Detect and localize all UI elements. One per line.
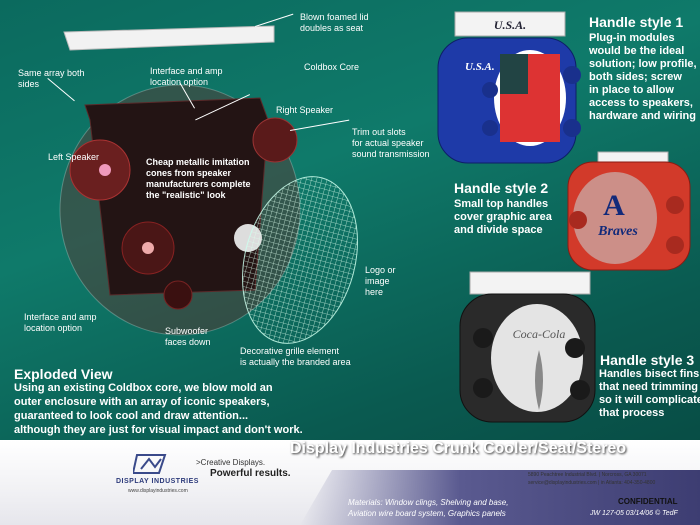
cones-label: Cheap metallic imitation cones from spea…: [146, 157, 251, 200]
handle-style-1-desc: Plug-in modules would be the ideal solut…: [589, 32, 697, 122]
display-industries-logo-icon: [133, 454, 167, 474]
same-array-label: Same array both sides: [18, 68, 85, 89]
interface-bottom-label: Interface and amp location option: [24, 312, 97, 333]
footer-headline: Display Industries Crunk Cooler/Seat/Ste…: [290, 440, 627, 457]
trim-label: Trim out slots for actual speaker sound …: [352, 127, 430, 159]
handle-style-3-title: Handle style 3: [600, 352, 695, 368]
job-number: JW 127-05 03/14/06 © TedF: [590, 510, 678, 517]
right-speaker-label: Right Speaker: [276, 105, 334, 115]
tagline-creative: >Creative Displays.: [196, 458, 266, 467]
subwoofer-label: Subwoofer faces down: [165, 326, 211, 347]
footer-band: [300, 470, 700, 525]
lid-label: Blown foamed lid doubles as seat: [300, 12, 369, 33]
coke-cooler-image: Coca-Cola: [459, 271, 596, 423]
left-speaker-cone: [99, 164, 111, 176]
usa-cooler-image: U.S.A. U.S.A.: [437, 11, 581, 164]
usa-top-text: U.S.A.: [494, 18, 526, 32]
tagline-powerful: Powerful results.: [210, 468, 291, 479]
exploded-cooler-illustration: [59, 25, 359, 344]
company-website: www.displayindustries.com: [128, 488, 188, 494]
braves-cooler-image: Braves A: [567, 151, 691, 271]
front-speaker-cone: [142, 242, 154, 254]
interface-top-label: Interface and amp location option: [150, 66, 223, 87]
right-speaker: [252, 117, 298, 163]
company-name: DISPLAY INDUSTRIES: [116, 478, 199, 485]
braves-text: Braves: [597, 224, 638, 239]
handle-style-2-title: Handle style 2: [454, 180, 549, 196]
exploded-view-body: Using an existing Coldbox core, we blow …: [14, 382, 303, 436]
coldbox-label: Coldbox Core: [304, 62, 360, 72]
decorative-grille: [241, 176, 359, 344]
exploded-view-title: Exploded View: [14, 366, 113, 382]
logo-label: Logo or image here: [365, 265, 396, 297]
left-speaker-label: Left Speaker: [48, 152, 100, 162]
usa-side-text: U.S.A.: [465, 61, 495, 73]
address-line-1: 5890 Peachtree Industrial Blvd. | Norcro…: [528, 472, 647, 478]
handle-style-2-desc: Small top handles cover graphic area and…: [454, 198, 552, 236]
subwoofer: [163, 280, 193, 310]
materials-text: Materials: Window clings, Shelving and b…: [348, 498, 509, 518]
handle-style-1-title: Handle style 1: [589, 14, 684, 30]
address-line-2: service@displayindustries.com | in Atlan…: [528, 480, 656, 486]
grille-label: Decorative grille element is actually th…: [240, 346, 351, 367]
cooler-lid: [63, 25, 275, 51]
confidential-label: CONFIDENTIAL: [618, 497, 678, 506]
braves-a-mark: A: [603, 189, 625, 222]
handle-style-3-desc: Handles bisect fins that need trimming s…: [599, 368, 700, 419]
coke-text: Coca-Cola: [513, 327, 566, 341]
